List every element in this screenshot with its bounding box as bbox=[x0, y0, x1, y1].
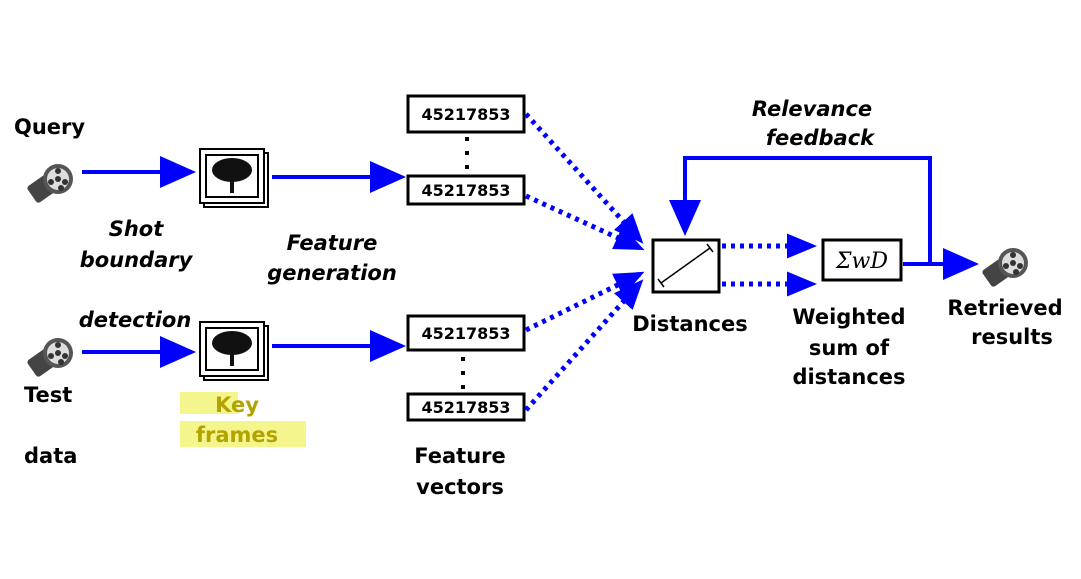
feature-generation-label-1: Feature bbox=[287, 231, 378, 255]
weighted-sum-formula: ΣwD bbox=[835, 249, 888, 274]
dotted-arrows-to-distances bbox=[524, 112, 645, 412]
keyframes-highlight-2 bbox=[180, 421, 306, 447]
weighted-sum-label-2: sum of bbox=[809, 336, 890, 360]
key-frames-label-2: frames bbox=[196, 423, 278, 447]
retrieved-results-label-2: results bbox=[971, 325, 1053, 349]
shot-boundary-label-3: detection bbox=[79, 308, 192, 332]
relevance-feedback-label-2: feedback bbox=[766, 126, 876, 150]
vector-ellipsis-bottom bbox=[461, 357, 465, 389]
test-keyframe-tree-icon bbox=[199, 321, 269, 381]
feature-vectors-label-1: Feature bbox=[414, 444, 506, 468]
query-film-reel-icon bbox=[27, 164, 73, 203]
weighted-sum-label-1: Weighted bbox=[792, 305, 905, 329]
feature-vector-box-4 bbox=[406, 392, 526, 422]
dotted-arrows-to-sum bbox=[722, 233, 817, 297]
weighted-sum-label-3: distances bbox=[792, 365, 905, 389]
feature-vector-box-1 bbox=[406, 94, 526, 134]
query-keyframe-tree-icon bbox=[199, 148, 269, 208]
key-frames-label-1: Key bbox=[215, 393, 259, 417]
vector-ellipsis-top bbox=[465, 137, 469, 169]
distances-label: Distances bbox=[632, 312, 747, 336]
retrieved-results-label-1: Retrieved bbox=[947, 296, 1062, 320]
relevance-feedback-loop bbox=[669, 156, 932, 264]
feature-vector-4: 45217853 bbox=[421, 398, 510, 417]
feature-vector-box-3 bbox=[406, 314, 526, 352]
shot-boundary-label-2: boundary bbox=[80, 248, 194, 272]
data-label: data bbox=[24, 444, 77, 468]
feature-vectors-label-2: vectors bbox=[416, 475, 504, 499]
feature-vector-3: 45217853 bbox=[421, 324, 510, 343]
shot-boundary-label-1: Shot bbox=[109, 217, 165, 241]
feature-vector-box-2 bbox=[406, 174, 526, 206]
relevance-feedback-label-1: Relevance bbox=[752, 97, 872, 121]
query-label: Query bbox=[14, 115, 85, 139]
test-film-reel-icon bbox=[27, 338, 73, 377]
feature-generation-label-2: generation bbox=[267, 261, 397, 285]
test-label: Test bbox=[24, 383, 72, 407]
feature-vector-2: 45217853 bbox=[421, 181, 510, 200]
weighted-sum-box bbox=[821, 238, 903, 282]
keyframes-highlight bbox=[180, 392, 238, 414]
feature-vector-1: 45217853 bbox=[421, 105, 510, 124]
distance-measure-icon bbox=[660, 247, 711, 284]
retrieved-film-reel-icon bbox=[982, 248, 1028, 287]
